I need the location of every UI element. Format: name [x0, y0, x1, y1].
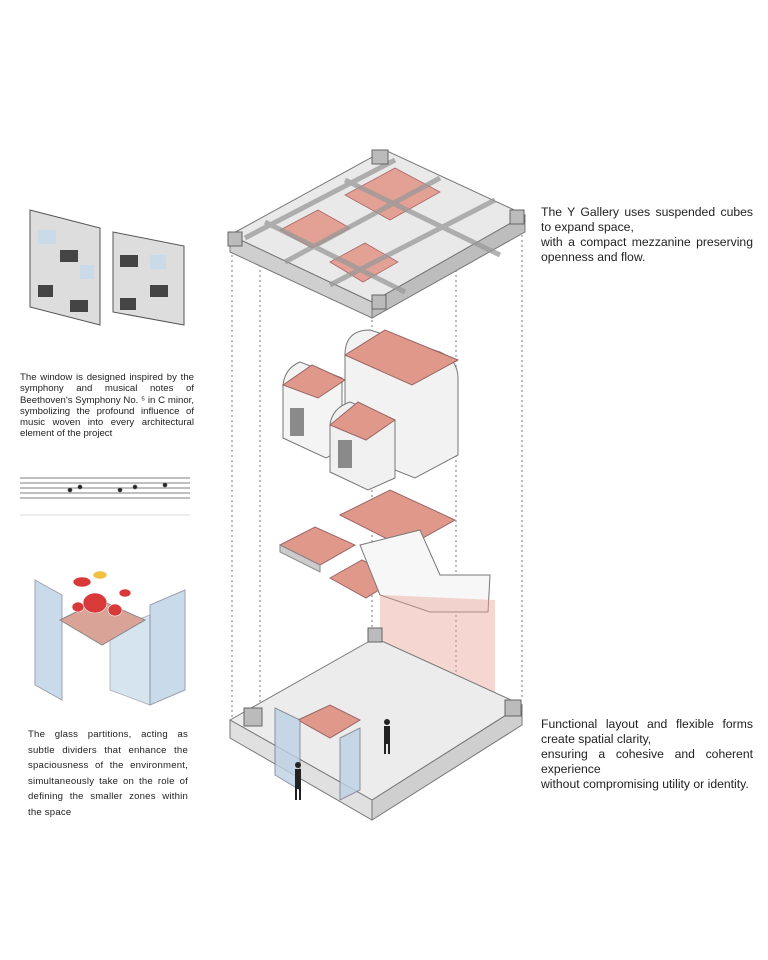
person-figure-icon — [295, 719, 390, 800]
description-line: with a compact mezzanine preserving open… — [541, 235, 753, 264]
window-description: The window is designed inspired by the s… — [20, 372, 194, 440]
roof-layer — [227, 149, 527, 319]
glass-partition-description: The glass partitions, acting as subtle d… — [28, 729, 188, 818]
description-line: without compromising utility or identity… — [541, 777, 749, 791]
music-score-image — [20, 477, 190, 516]
description-line: ensuring a cohesive and coherent experie… — [541, 747, 753, 776]
gallery-description-bottom: Functional layout and flexible forms cre… — [541, 717, 753, 792]
gallery-description-top: The Y Gallery uses suspended cubes to ex… — [541, 205, 753, 265]
glass-partition-drum-illustration — [34, 570, 186, 706]
window-elevations — [29, 209, 185, 326]
suspended-cubes-layer — [281, 329, 460, 491]
ground-floor-layer — [228, 627, 524, 821]
description-line: Functional layout and flexible forms cre… — [541, 717, 753, 746]
description-line: The Y Gallery uses suspended cubes to ex… — [541, 205, 753, 234]
